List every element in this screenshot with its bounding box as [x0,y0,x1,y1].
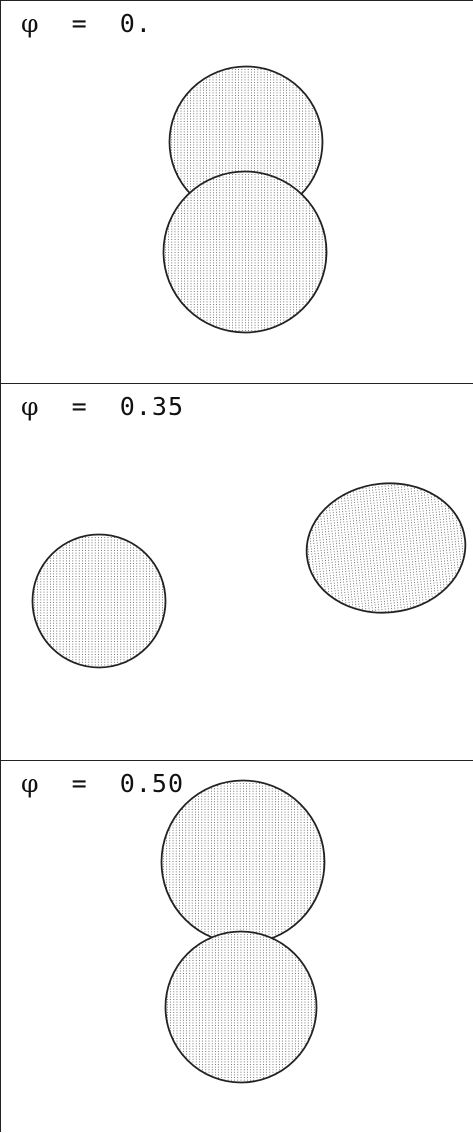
secondary-star [299,474,473,622]
phase-symbol: φ [21,9,40,38]
equals-sign: = [71,769,88,798]
primary-star [164,930,318,1084]
phase-panel-1: φ = 0.35 [1,384,473,761]
phase-label: φ = 0.50 [21,769,184,798]
phase-value: 0.50 [119,769,185,798]
phase-panel-0: φ = 0. [1,1,473,384]
panel-1-drawing [31,474,473,669]
panel-2-drawing [160,779,326,1084]
phase-symbol: φ [21,769,40,798]
phase-symbol: φ [21,392,40,421]
phase-value: 0. [119,9,152,38]
secondary-star [160,779,326,945]
phase-panel-2: φ = 0.50 [1,761,473,1133]
phase-value: 0.35 [119,392,185,421]
phase-label: φ = 0.35 [21,392,184,421]
equals-sign: = [71,392,88,421]
phase-label: φ = 0. [21,9,152,38]
primary-star [31,533,167,669]
panel-0-drawing [162,65,328,334]
equals-sign: = [71,9,88,38]
